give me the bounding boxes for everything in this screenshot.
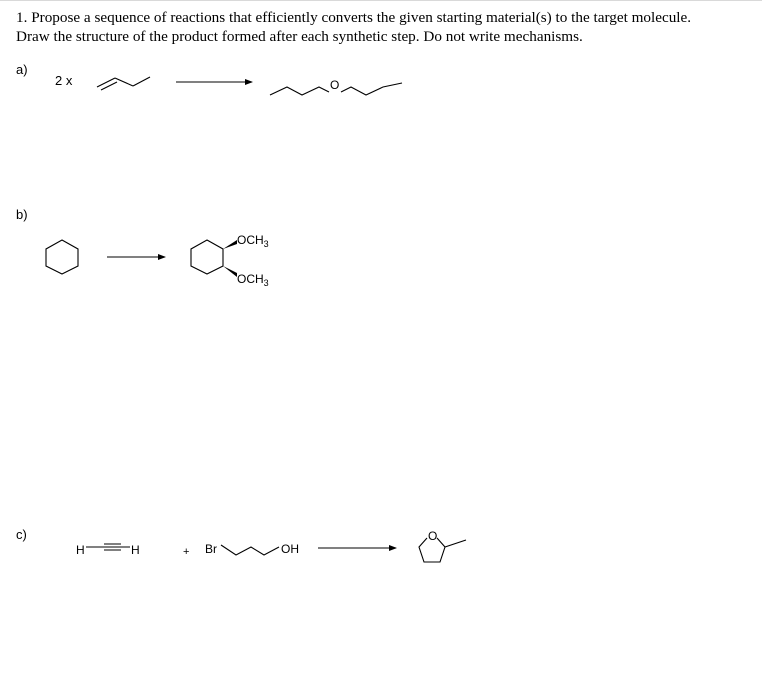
methyltetrahydrofuran-structure: O <box>418 529 467 563</box>
part-c-label: c) <box>16 527 27 542</box>
svg-text:OH: OH <box>281 542 299 556</box>
ether-oxygen: O <box>330 78 339 92</box>
svg-text:H: H <box>131 543 140 557</box>
dimethoxycyclohexane-structure: OCH3 OCH3 <box>190 233 269 288</box>
acetylene-structure: H H <box>76 543 140 557</box>
question-line-2: Draw the structure of the product formed… <box>16 28 583 45</box>
plus-sign: + <box>183 546 189 558</box>
methoxy-top: OCH3 <box>237 233 269 249</box>
dipropyl-ether-structure: O <box>269 78 403 96</box>
bromobutanol-structure: Br OH <box>205 542 299 556</box>
part-a-label: a) <box>16 62 28 77</box>
methoxy-bottom: OCH3 <box>237 272 269 288</box>
svg-text:O: O <box>428 529 437 543</box>
question-line-1: 1. Propose a sequence of reactions that … <box>16 9 692 26</box>
svg-text:H: H <box>76 543 85 557</box>
propene-structure <box>96 76 151 91</box>
part-b-label: b) <box>16 207 28 222</box>
svg-text:Br: Br <box>205 542 217 556</box>
cyclohexane-structure <box>45 239 79 275</box>
top-divider <box>0 0 762 1</box>
multiplier-label: 2 x <box>55 73 73 88</box>
